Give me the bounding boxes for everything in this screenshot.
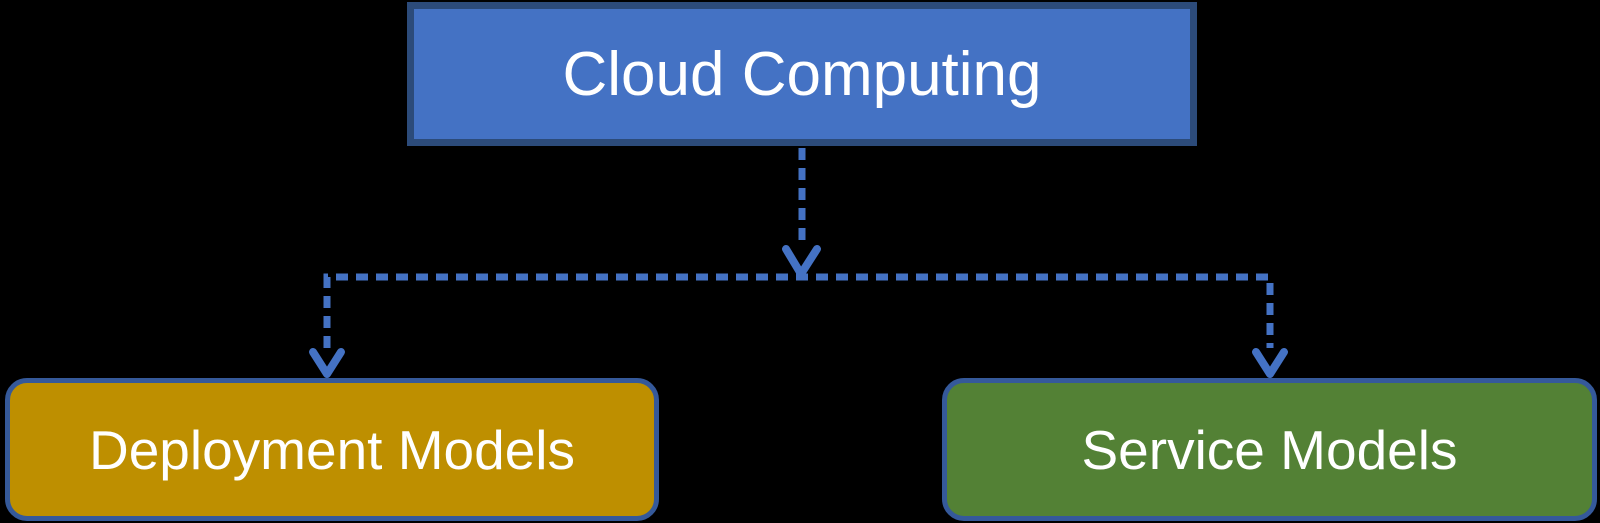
- arrow-down-icon: [309, 348, 345, 378]
- node-deployment-models-label: Deployment Models: [88, 418, 576, 481]
- arrow-down-icon: [1252, 348, 1288, 378]
- connector-split-elbow: [309, 273, 1288, 378]
- connector-split-path: [323, 273, 1274, 348]
- node-deployment-models: Deployment Models: [5, 378, 659, 521]
- node-service-models: Service Models: [942, 378, 1597, 521]
- node-cloud-computing-label: Cloud Computing: [562, 39, 1042, 109]
- node-service-models-label: Service Models: [1081, 418, 1458, 481]
- connector-root-stem: [782, 148, 821, 278]
- node-cloud-computing: Cloud Computing: [407, 2, 1197, 146]
- arrow-down-icon: [782, 245, 821, 278]
